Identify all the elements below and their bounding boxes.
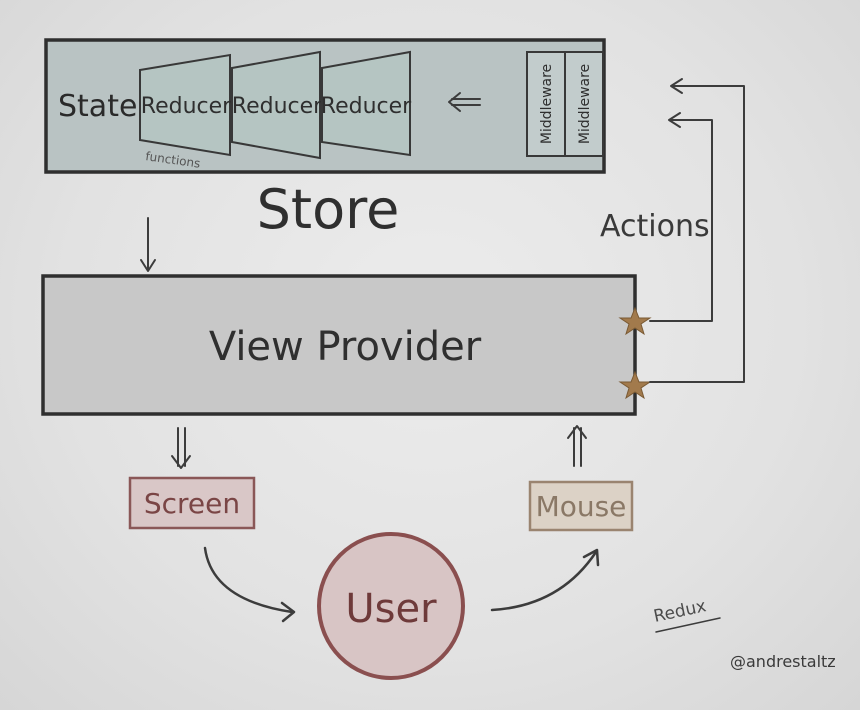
author-credit: @andrestaltz (730, 652, 836, 671)
middleware-1-label: Middleware (539, 64, 555, 144)
action-star-2 (618, 370, 652, 400)
action-star-1 (618, 306, 652, 336)
reducer-3: Reducer (321, 50, 412, 157)
view-to-screen-arrow (171, 427, 191, 469)
store-title: Store (257, 178, 400, 241)
middleware-to-reducer-arrow (448, 92, 481, 112)
screen-to-user-arrow (203, 546, 296, 623)
middleware-1: Middleware (526, 51, 566, 157)
reducer-2: Reducer (231, 50, 323, 160)
state-label: State (58, 89, 137, 124)
action-arrow-1 (649, 112, 713, 322)
store-to-view-arrow (140, 217, 156, 272)
middleware-2-box (564, 51, 604, 157)
mouse: Mouse (528, 480, 634, 532)
screen-box (128, 476, 256, 530)
reducer-1: Reducer (139, 53, 232, 157)
user: User (317, 532, 465, 680)
reducer-1-shape (139, 53, 231, 157)
user-circle (317, 532, 465, 680)
actions-label: Actions (600, 209, 710, 244)
user-label: User (345, 586, 437, 632)
view-provider-label: View Provider (209, 324, 482, 370)
action-arrow-2 (649, 78, 745, 383)
user-to-mouse-arrow (490, 548, 600, 612)
redux-annotation: Redux (652, 596, 721, 633)
mouse-to-view-arrow (567, 425, 587, 467)
screen-label: Screen (144, 487, 240, 520)
reducer-1-label: Reducer (141, 94, 232, 119)
middleware-2: Middleware (564, 51, 604, 157)
view-provider: View Provider (41, 274, 637, 416)
store-container: State Reducer Reducer Reducer functions … (44, 38, 606, 174)
mouse-box (528, 480, 634, 532)
reducer-2-shape (231, 50, 321, 160)
reducer-3-shape (321, 50, 411, 157)
middleware-1-box (526, 51, 566, 157)
middleware-2-label: Middleware (577, 64, 593, 144)
mouse-label: Mouse (536, 490, 627, 523)
reducer-3-label: Reducer (321, 94, 412, 119)
view-provider-box (41, 274, 637, 416)
screen: Screen (128, 476, 256, 530)
reducer-2-label: Reducer (232, 94, 323, 119)
